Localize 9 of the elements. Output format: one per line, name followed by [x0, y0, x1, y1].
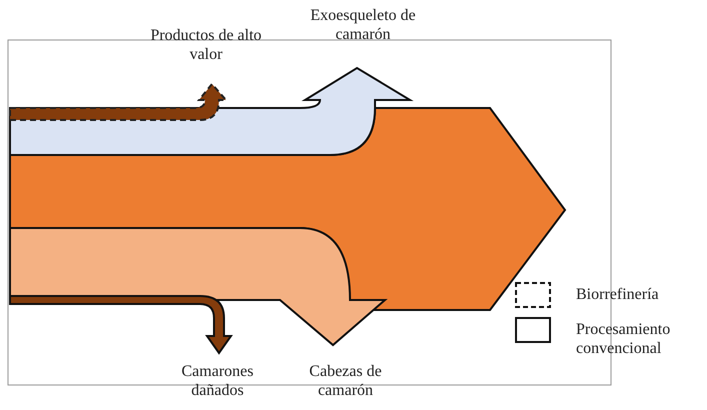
flow-label: Cabezas de camarón	[288, 362, 403, 400]
flow-arrow	[9, 227, 386, 346]
flow-arrow	[9, 83, 227, 121]
legend-label: Procesamiento convencional	[576, 320, 672, 358]
flow-label: Camarones dañados	[160, 362, 275, 400]
flow-arrow	[9, 295, 232, 354]
flow-label: Exoesqueleto de camarón	[298, 6, 428, 44]
legend-label: Biorrefinería	[576, 285, 660, 304]
flow-label: Productos de alto valor	[150, 26, 262, 64]
